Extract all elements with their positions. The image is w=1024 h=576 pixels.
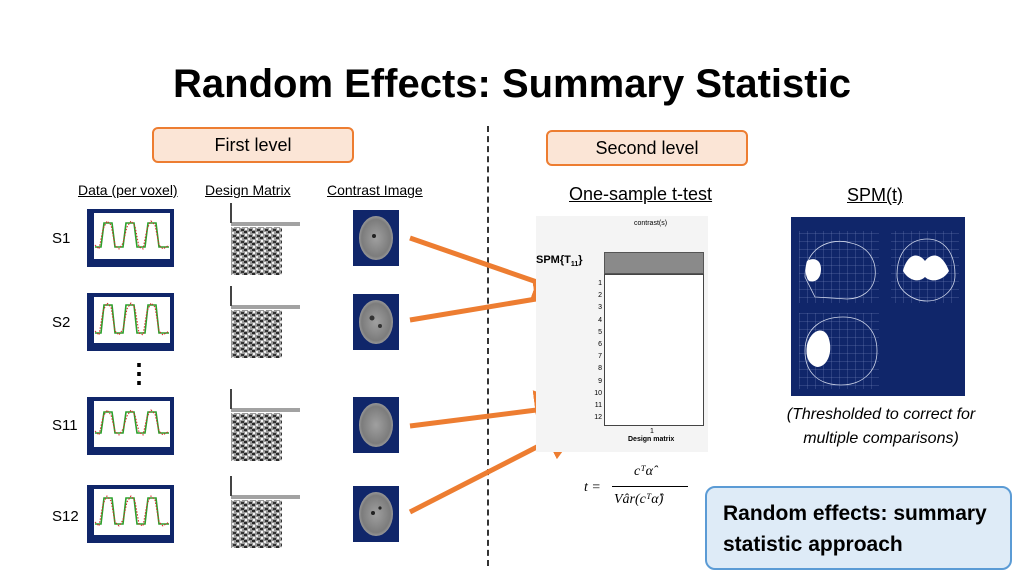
design-matrix-s2 <box>228 284 302 365</box>
level-divider <box>487 126 489 566</box>
design-row-label: 5 <box>598 328 602 336</box>
design-row-label: 9 <box>598 377 602 385</box>
contrast-image-s11 <box>353 397 399 458</box>
formula-numerator: cᵀα̂ <box>634 464 653 479</box>
formula-fraction-bar <box>612 486 688 487</box>
timeseries-plot-s1 <box>87 209 174 272</box>
contrast-image-s1 <box>353 210 399 271</box>
spm-t-header: SPM(t) <box>847 185 903 205</box>
formula-lhs: t = <box>584 480 601 495</box>
timeseries-plot-s2 <box>87 293 174 356</box>
subject-label-s11: S11 <box>52 417 78 434</box>
sagittal-blob <box>805 259 821 282</box>
design-row-label: 3 <box>598 304 602 312</box>
page-title: Random Effects: Summary Statistic <box>173 62 851 106</box>
design-top-title: contrast(s) <box>634 220 668 227</box>
t-statistic-formula: t = cᵀα̂ Vâr(cᵀα̂) <box>584 462 692 518</box>
subject-label-s2: S2 <box>52 314 71 331</box>
design-row-label: 10 <box>594 389 602 397</box>
arrow-s2 <box>409 279 575 323</box>
design-row-label: 8 <box>598 365 602 373</box>
data-column-header: Data (per voxel) <box>78 182 178 198</box>
contrast-bar <box>604 252 704 274</box>
timeseries-plot-s12 <box>87 485 174 548</box>
contrast-image-column-header: Contrast Image <box>327 182 423 198</box>
coronal-blob <box>903 255 949 281</box>
second-level-box: Second level <box>546 130 748 166</box>
spm-t-panel <box>791 217 965 396</box>
design-row-label: 6 <box>598 341 602 349</box>
design-row-label: 12 <box>594 414 602 422</box>
spm-tag: SPM{T11} <box>536 254 583 269</box>
threshold-note: (Thresholded to correct for multiple com… <box>786 406 976 447</box>
design-matrix-column-header: Design Matrix <box>205 182 291 198</box>
design-matrix-s12 <box>228 474 302 555</box>
formula-denominator: Vâr(cᵀα̂) <box>614 492 664 507</box>
design-bottom-title: Design matrix <box>628 436 675 443</box>
design-matrix-s11 <box>228 387 302 468</box>
subject-label-s12: S12 <box>52 508 79 525</box>
design-matrix-column <box>604 274 704 426</box>
design-row-label: 7 <box>598 353 602 361</box>
design-row-label: 11 <box>594 402 602 410</box>
design-row-label: 1 <box>598 280 602 287</box>
contrast-image-s12 <box>353 486 399 547</box>
subjects-ellipsis: ⋮ <box>126 358 152 388</box>
arrow-s11 <box>409 390 575 430</box>
contrast-image-s2 <box>353 294 399 355</box>
timeseries-plot-s11 <box>87 397 174 460</box>
subject-label-s1: S1 <box>52 230 71 247</box>
design-matrix-s1 <box>228 201 302 282</box>
design-col-label: 1 <box>650 428 654 435</box>
axial-blob <box>806 330 831 367</box>
summary-callout: Random effects: summary statistic approa… <box>705 486 1012 570</box>
design-row-label: 4 <box>598 316 602 324</box>
one-sample-t-test-header: One-sample t-test <box>569 184 713 204</box>
design-row-label: 2 <box>598 292 602 300</box>
first-level-box: First level <box>152 127 354 163</box>
